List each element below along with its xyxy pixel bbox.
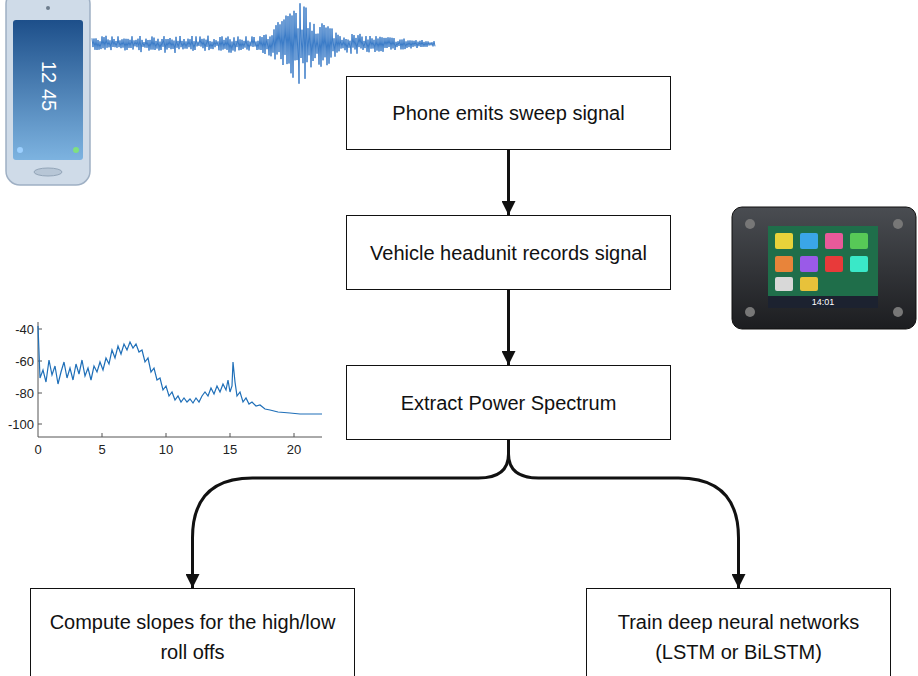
flow-arrow [193,440,509,588]
axis-tick-label: 20 [282,442,306,457]
power-spectrum-plot [38,322,322,437]
phone-illustration [6,0,90,185]
process-box: Vehicle headunit records signal [346,215,671,290]
axis-tick-label: -80 [4,386,34,401]
flow-arrow [507,150,510,215]
flow-arrow [507,290,510,365]
flow-arrow [509,440,739,588]
process-box: Phone emits sweep signal [346,76,671,150]
process-box: Extract Power Spectrum [346,365,671,440]
axis-tick-label: -60 [4,354,34,369]
axis-tick-label: 0 [28,442,48,457]
box-text: Extract Power Spectrum [401,388,617,418]
headunit-illustration [732,207,916,329]
process-box: Train deep neural networks (LSTM or BiLS… [586,588,891,676]
phone-clock-text: 12 [37,57,61,87]
sweep-waveform [92,3,435,83]
box-text: Vehicle headunit records signal [370,238,647,268]
axis-tick-label: 10 [154,442,178,457]
process-box: Compute slopes for the high/low roll off… [30,588,355,676]
box-text: Train deep neural networks (LSTM or BiLS… [605,607,872,667]
axis-tick-label: -40 [4,322,34,337]
headunit-clock-text: 14:01 [800,296,846,308]
phone-clock-text: 45 [37,85,61,115]
axis-tick-label: -100 [2,417,34,432]
axis-tick-label: 15 [218,442,242,457]
axis-tick-label: 5 [92,442,112,457]
box-text: Phone emits sweep signal [392,98,624,128]
box-text: Compute slopes for the high/low roll off… [49,607,336,667]
